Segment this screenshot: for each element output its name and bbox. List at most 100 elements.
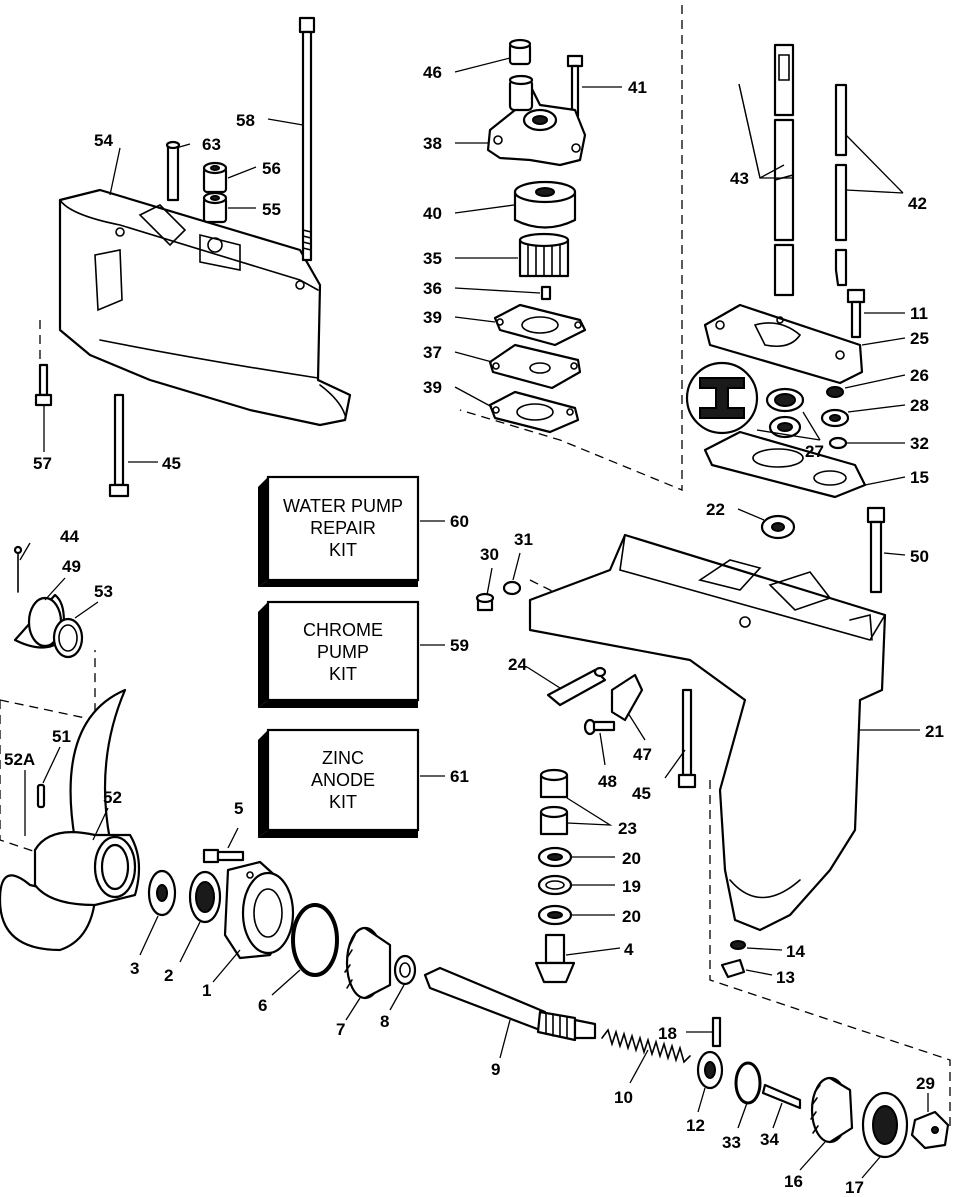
forward-gear-16 [810,1076,854,1144]
kit-box-zinc-anode: ZINC ANODE KIT [258,728,420,838]
drain-screw-30 [475,592,495,612]
callout-56: 56 [262,159,281,178]
callout-8: 8 [380,1012,389,1031]
stud-45-right [677,688,697,789]
callout-25: 25 [910,329,929,348]
cap-29 [910,1110,950,1150]
callout-6: 6 [258,996,267,1015]
kit-60-line-2: REPAIR [310,518,376,538]
callout-46: 46 [423,63,442,82]
locating-pin [165,140,181,202]
kit-box-chrome-pump: CHROME PUMP KIT [258,600,420,708]
callout-54: 54 [94,131,113,150]
callout-28: 28 [910,396,929,415]
callout-19: 19 [622,877,641,896]
callout-39-lower: 39 [423,378,442,397]
callout-7: 7 [336,1020,345,1039]
pump-sleeve-46 [508,38,532,66]
callout-9: 9 [491,1060,500,1079]
callout-numbers: 58 54 63 56 55 57 45 46 41 38 40 35 36 3… [4,63,944,1197]
stud-bolt-long [298,16,316,262]
callout-14: 14 [786,942,805,961]
pinion-gear-4 [534,933,576,984]
callout-36: 36 [423,279,442,298]
cotter-pin-44 [13,545,23,593]
seal-28 [820,408,850,428]
anode-24 [546,666,607,707]
callout-48: 48 [598,772,617,791]
gasket-39-upper [493,303,587,347]
bearing-27 [765,387,805,439]
seal-14 [730,940,746,950]
callout-51: 51 [52,727,71,746]
callout-49: 49 [62,557,81,576]
callout-33: 33 [722,1133,741,1152]
assembly-dashed-lines [0,5,951,1130]
callout-50: 50 [910,547,929,566]
thrust-washer-53 [52,617,84,659]
bearing-17 [861,1091,909,1159]
callout-45-right: 45 [632,784,651,803]
callout-29: 29 [916,1074,935,1093]
impeller-housing-38 [486,74,587,167]
impeller-liner-40 [513,180,577,229]
plate-37 [488,343,582,390]
thrust-washer-3 [147,869,177,917]
pump-screw-41 [566,54,584,118]
thrust-bearing-19 [537,874,573,896]
washer-20-upper [537,846,573,868]
washer-20-lower [537,904,573,926]
callout-37: 37 [423,343,442,362]
callout-45-left: 45 [162,454,181,473]
callout-23: 23 [618,819,637,838]
callout-32: 32 [910,434,929,453]
impeller-35 [518,232,570,278]
bearing-23-lower [539,805,569,836]
callout-1: 1 [202,981,211,1000]
bolt-11 [846,288,866,339]
kit-box-water-pump: WATER PUMP REPAIR KIT [258,475,420,587]
pin-51 [36,783,46,809]
callout-27: 27 [805,442,824,461]
pump-base-plate-25 [703,303,864,385]
washer-32 [828,436,848,450]
callout-63: 63 [202,135,221,154]
drain-screw-13 [720,958,746,979]
callout-52: 52 [103,788,122,807]
callout-3: 3 [130,959,139,978]
screw-48 [583,718,616,736]
bearing-23-upper [539,768,569,799]
kit-60-line-3: KIT [329,540,357,560]
callout-2: 2 [164,966,173,985]
callout-55: 55 [262,200,281,219]
shift-pin-34 [761,1083,802,1110]
callout-4: 4 [624,940,634,959]
callout-20-lower: 20 [622,907,641,926]
clutch-dog-12 [696,1050,724,1090]
kit-59-line-3: KIT [329,664,357,684]
kit-60-line-1: WATER PUMP [283,496,403,516]
callout-13: 13 [776,968,795,987]
propeller-shaft-9 [423,966,597,1042]
retaining-ring-33 [734,1061,762,1105]
callout-22: 22 [706,500,725,519]
callout-44: 44 [60,527,79,546]
callout-31: 31 [514,530,533,549]
kit-61-line-2: ANODE [311,770,375,790]
callout-38: 38 [423,134,442,153]
gasket-39-lower [488,390,580,434]
callout-18: 18 [658,1024,677,1043]
screw-5 [202,848,245,864]
callout-17: 17 [845,1178,864,1197]
callout-53: 53 [94,582,113,601]
callout-5: 5 [234,799,243,818]
callout-61: 61 [450,767,469,786]
spacer-22 [760,514,796,540]
leader-lines [19,57,929,1179]
callout-21: 21 [925,722,944,741]
washer-31 [502,580,522,596]
grommet-upper [202,161,228,194]
key-36 [540,285,552,301]
callout-34: 34 [760,1130,779,1149]
callout-26: 26 [910,366,929,385]
